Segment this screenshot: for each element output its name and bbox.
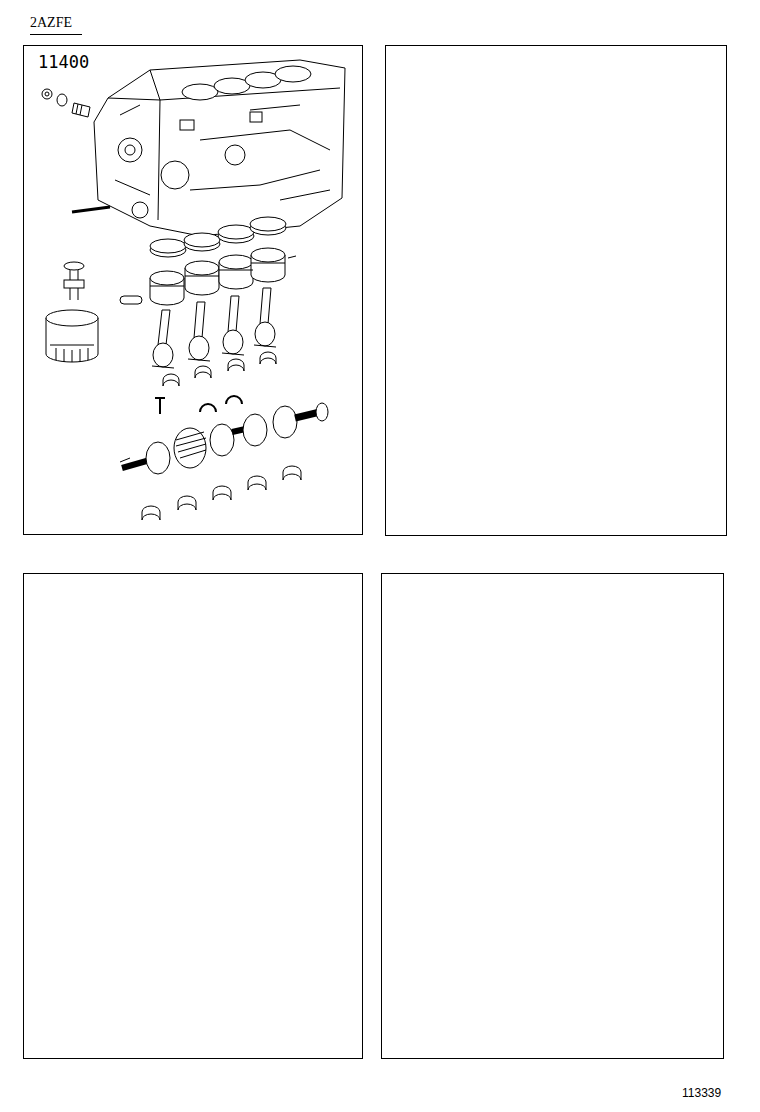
empty-panel <box>386 46 727 536</box>
oil-filter <box>46 262 98 362</box>
cylinder-block <box>94 60 345 236</box>
main-bearings <box>142 466 301 520</box>
snap-ring <box>288 256 296 258</box>
thrust-washer <box>226 396 242 404</box>
plug-bolt-set <box>42 89 90 117</box>
illustration-number: 113339 <box>682 1087 721 1099</box>
thrust-washer <box>200 404 216 412</box>
piston-pin <box>120 296 142 304</box>
connecting-rods <box>152 288 276 368</box>
rod-bearings <box>163 352 276 386</box>
title-underline <box>30 34 82 35</box>
figure-number: 11400 <box>38 52 89 72</box>
empty-panel <box>24 574 363 1059</box>
stud-bolt <box>72 207 110 212</box>
bearing-cap-bolt <box>155 398 165 414</box>
crankshaft <box>120 403 328 474</box>
parts-panel: 11400 <box>23 45 363 535</box>
empty-panel <box>382 574 724 1059</box>
engine-code: 2AZFE <box>30 16 72 30</box>
